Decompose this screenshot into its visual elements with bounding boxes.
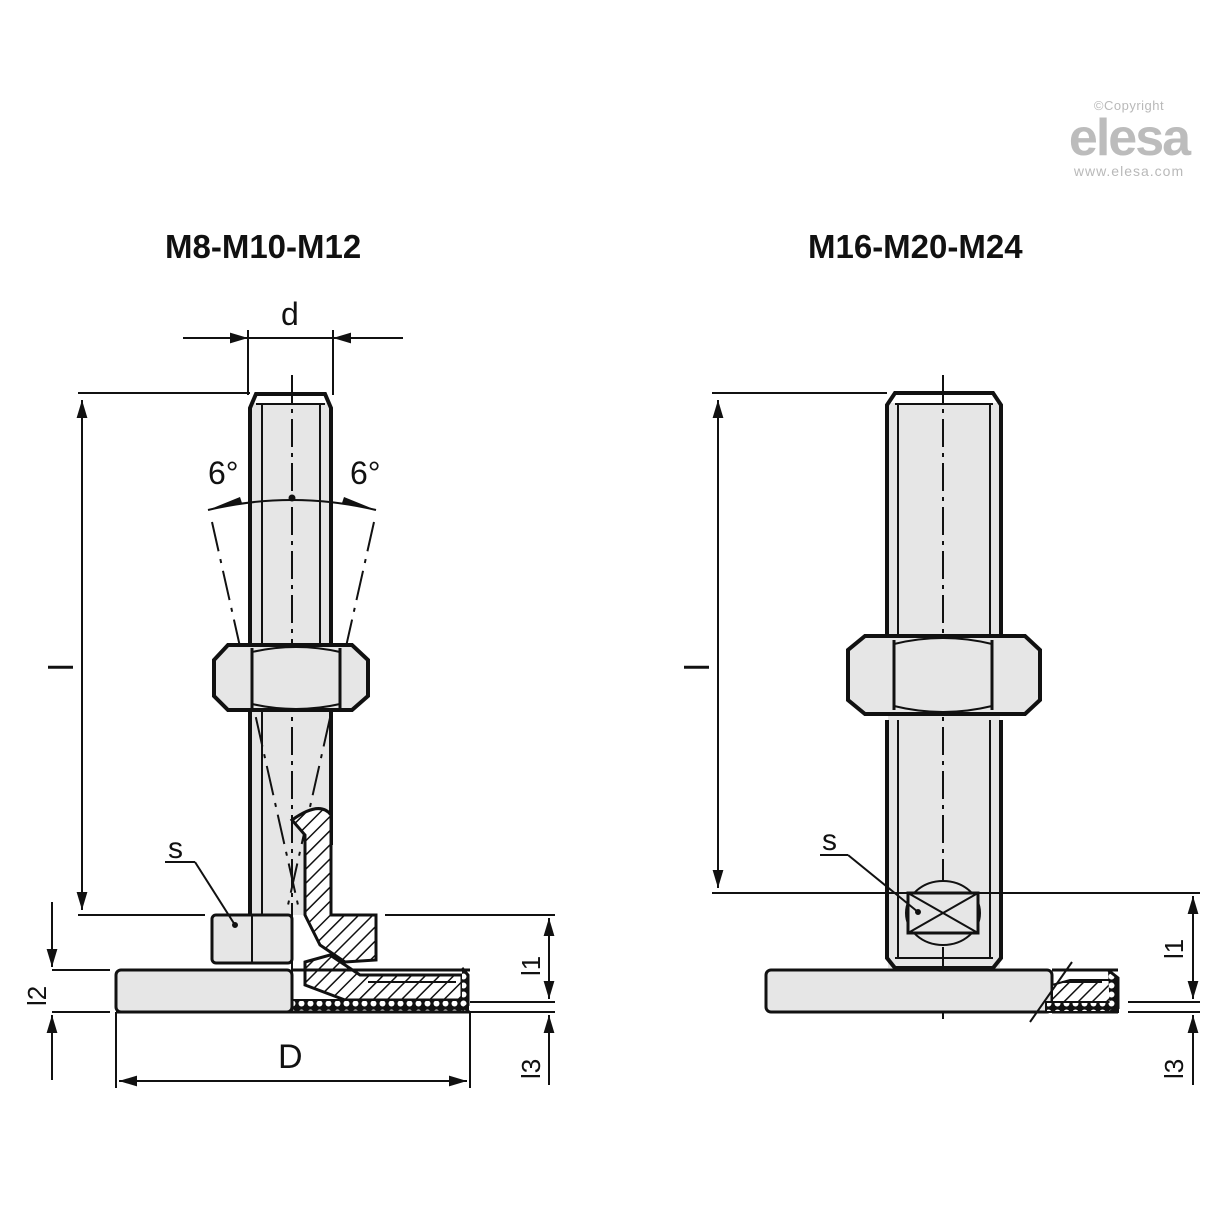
label-l-large: l	[679, 663, 717, 671]
view-title-large: M16-M20-M24	[808, 228, 1023, 265]
elesa-watermark: ©Copyright elesa www.elesa.com	[1054, 98, 1204, 179]
label-l3-large: l3	[1159, 1059, 1189, 1079]
label-l1-large: l1	[1159, 939, 1189, 959]
label-angle-right: 6°	[350, 455, 381, 491]
label-d: d	[281, 296, 299, 332]
label-angle-left: 6°	[208, 455, 239, 491]
brand-logo: elesa	[1068, 109, 1191, 167]
label-s: s	[168, 832, 183, 865]
label-D: D	[278, 1038, 303, 1076]
right-view	[712, 375, 1200, 1085]
label-l2: l2	[22, 986, 52, 1006]
left-view	[46, 330, 555, 1088]
label-s-large: s	[822, 824, 837, 857]
label-l1: l1	[516, 956, 546, 976]
label-l3: l3	[516, 1059, 546, 1079]
brand-url: www.elesa.com	[1073, 163, 1185, 179]
label-l: l	[43, 663, 81, 671]
view-title-small: M8-M10-M12	[165, 228, 362, 265]
copyright-text: ©Copyright	[1093, 98, 1165, 113]
